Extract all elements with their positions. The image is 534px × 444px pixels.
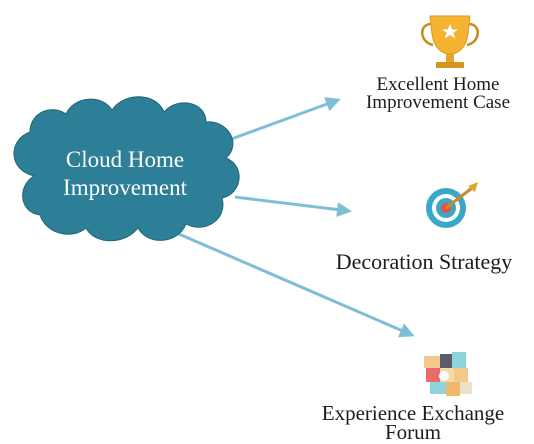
branch-label-excellent-case[interactable]: Excellent Home Improvement Case: [338, 74, 534, 114]
branch-label-decoration-strategy[interactable]: Decoration Strategy: [314, 251, 534, 273]
target-icon: [426, 182, 478, 228]
connector-arrow-3: [164, 226, 415, 338]
branch-2-line-1: Decoration Strategy: [335, 249, 513, 274]
branch-label-experience-forum[interactable]: Experience Exchange Forum: [298, 401, 528, 444]
central-topic-line-2: Improvement: [63, 174, 187, 200]
connector-arrow-1: [214, 97, 341, 147]
connector-arrow-2: [234, 195, 352, 217]
central-topic-line-1: Cloud Home: [65, 147, 185, 172]
branch-1-line-1: Excellent Home: [376, 74, 500, 95]
central-topic-cloud[interactable]: [13, 96, 240, 242]
trophy-icon: [421, 15, 479, 68]
central-topic-label: Cloud Home Improvement: [20, 146, 230, 201]
branch-3-line-2: Forum: [384, 420, 441, 444]
puzzle-icon: [424, 352, 472, 396]
branch-3-line-1: Experience Exchange: [321, 401, 505, 425]
branch-1-line-2: Improvement Case: [365, 92, 511, 114]
